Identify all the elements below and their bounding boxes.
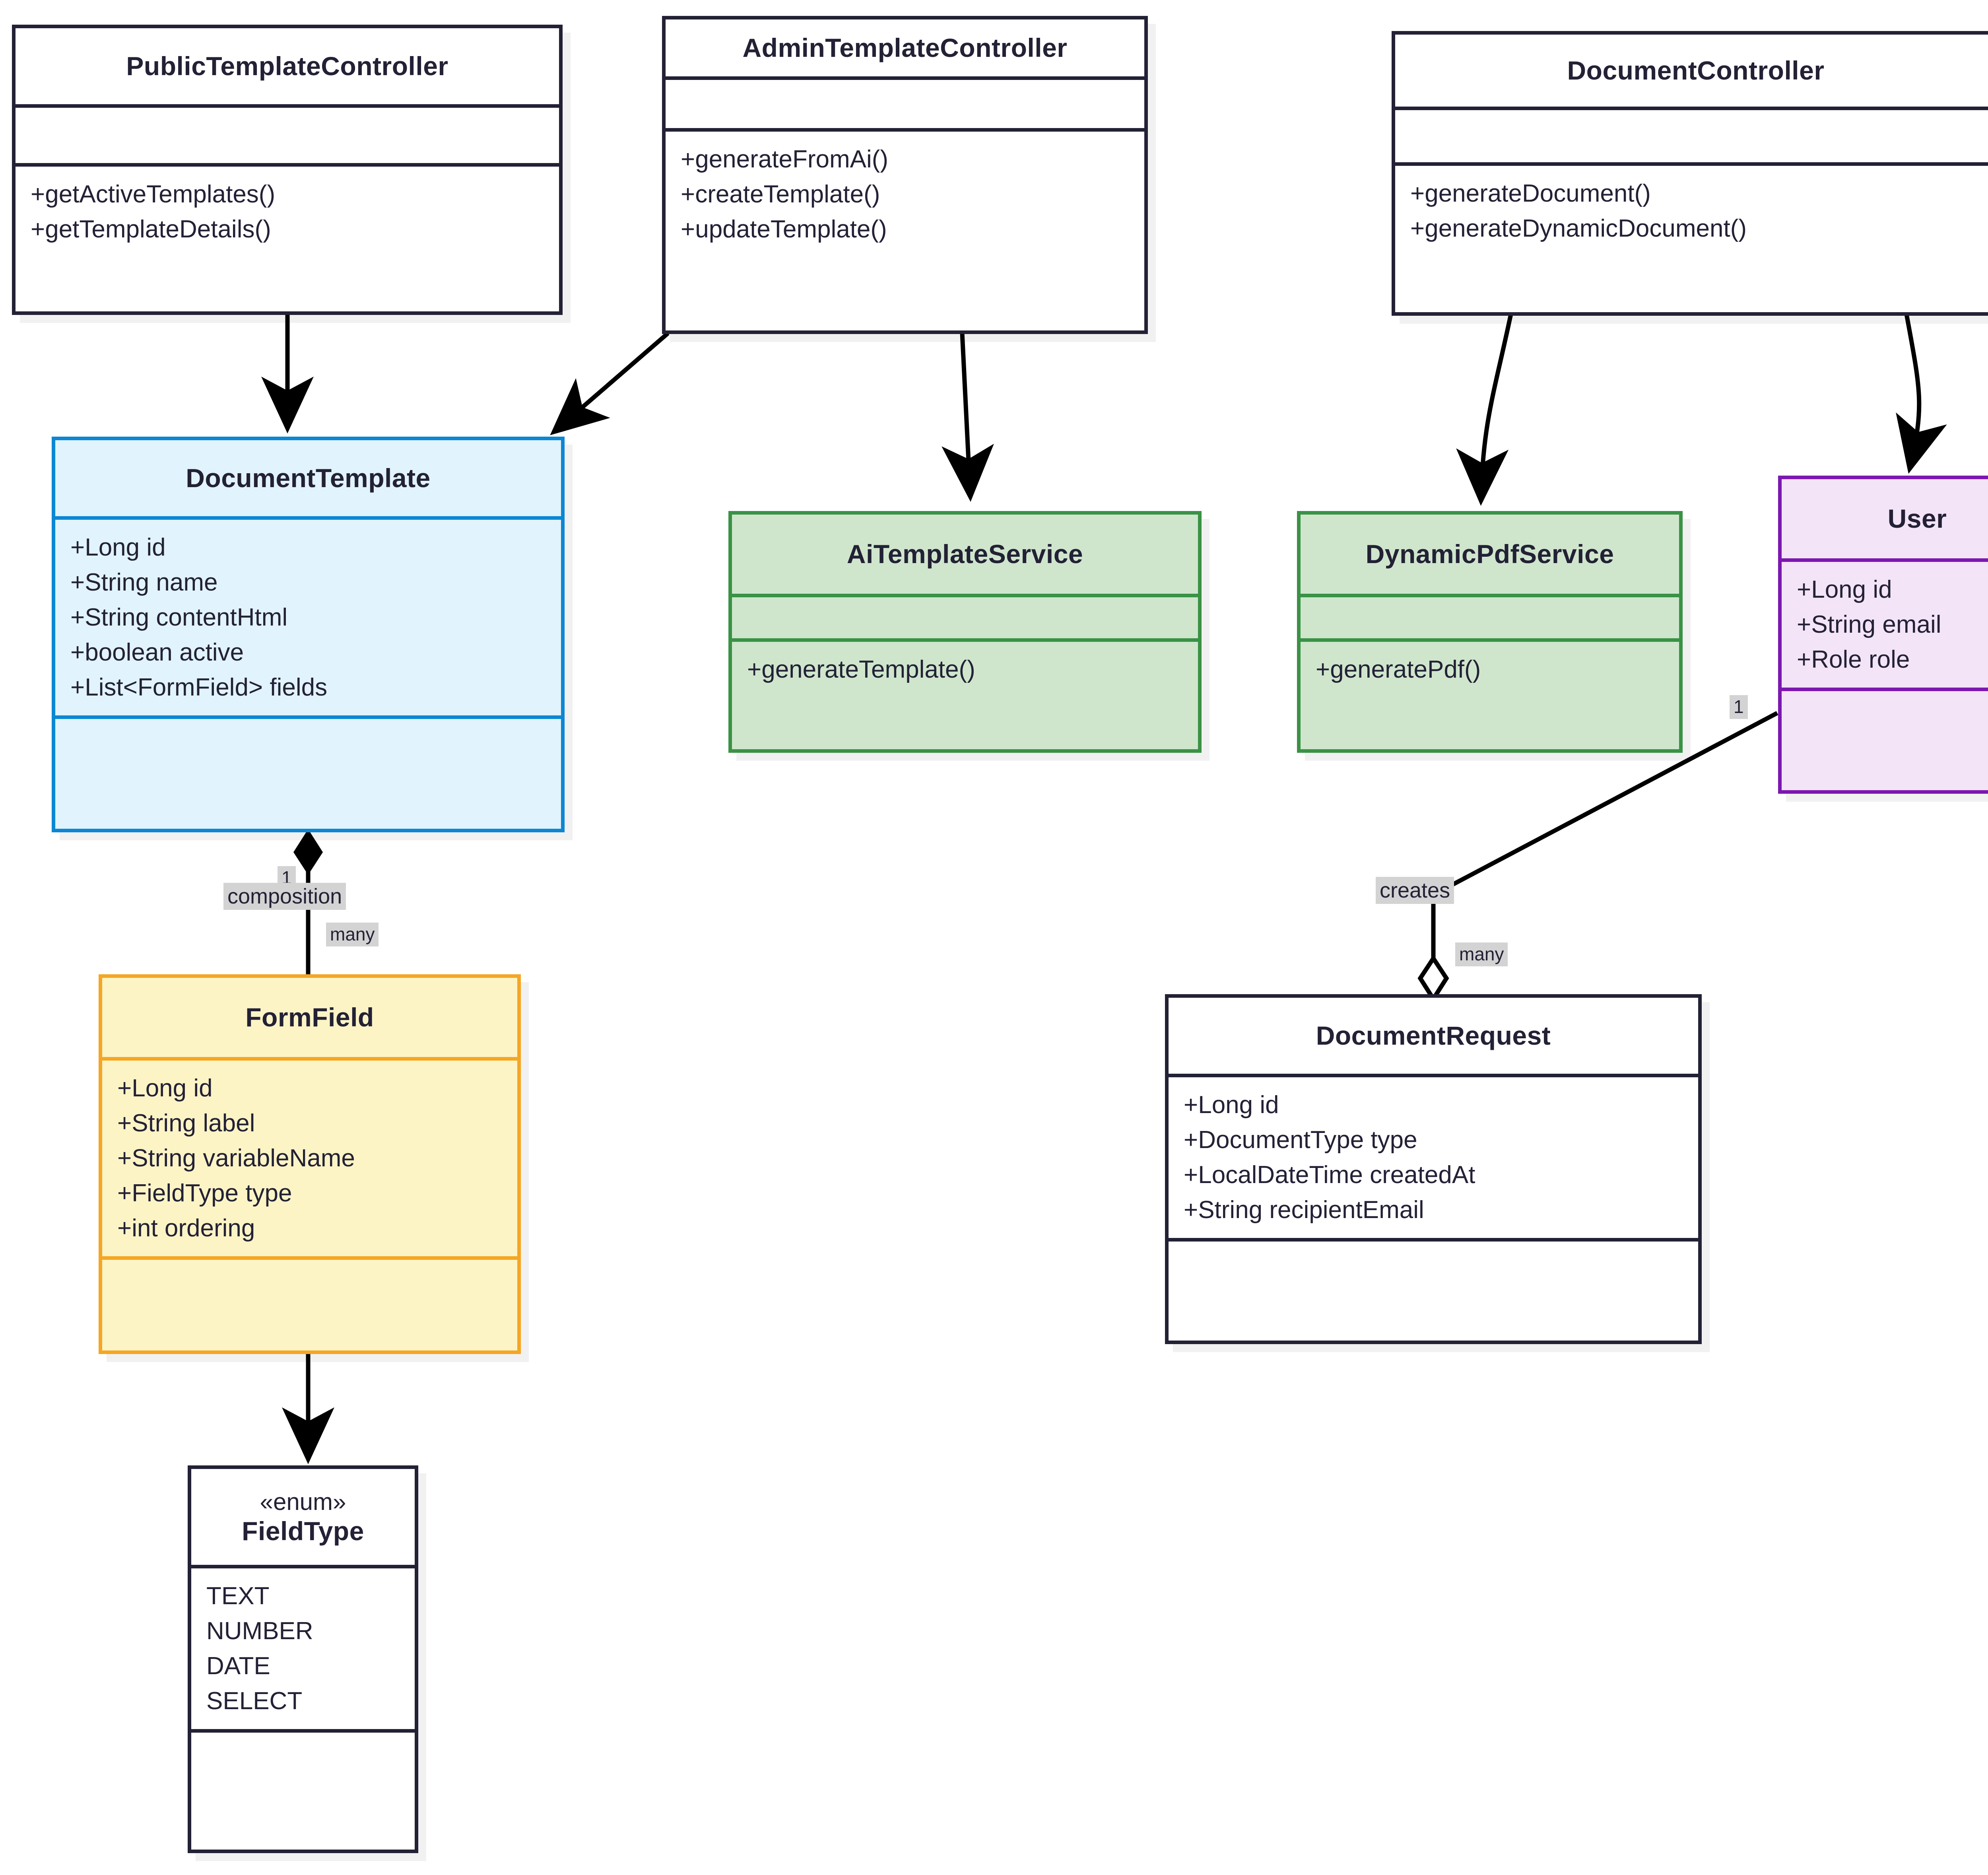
attributes-compartment: +Long id +String name +String contentHtm…: [55, 520, 561, 719]
attribute-row: +Long id: [1184, 1091, 1279, 1119]
methods-compartment: +generatePdf(): [1301, 642, 1679, 698]
method-row: +generateDynamicDocument(): [1410, 215, 1747, 243]
attributes-compartment: +Long id +String email +Role role: [1782, 562, 1988, 692]
class-header: AdminTemplateController: [666, 19, 1144, 80]
class-title: DynamicPdfService: [1365, 539, 1614, 569]
attribute-row: +FieldType type: [117, 1179, 292, 1207]
methods-compartment: +generateTemplate(): [732, 642, 1198, 698]
methods-compartment: [191, 1733, 415, 1774]
method-row: +generateFromAi(): [681, 146, 889, 173]
creates-hollow-diamond-icon: [1417, 954, 1449, 1003]
class-title: User: [1887, 503, 1947, 533]
attribute-row: +String variableName: [117, 1144, 355, 1172]
class-document-request[interactable]: DocumentRequest +Long id +DocumentType t…: [1165, 994, 1702, 1344]
class-title: DocumentTemplate: [186, 463, 431, 493]
class-document-controller[interactable]: DocumentController +generateDocument() +…: [1392, 31, 1988, 316]
class-ai-template-service[interactable]: AiTemplateService +generateTemplate(): [728, 511, 1202, 753]
class-header: DocumentTemplate: [55, 440, 561, 520]
attribute-row: +DocumentType type: [1184, 1126, 1417, 1154]
attribute-row: +List<FormField> fields: [70, 674, 328, 701]
creates-target-multiplicity-label: many: [1455, 942, 1508, 966]
class-header: PublicTemplateController: [16, 28, 559, 108]
attribute-row: +Long id: [1797, 576, 1892, 603]
methods-compartment: [102, 1260, 517, 1294]
methods-compartment: +generateDocument() +generateDynamicDocu…: [1395, 166, 1988, 256]
attributes-compartment: [732, 597, 1198, 642]
class-title: FormField: [245, 1002, 374, 1032]
attribute-row: +String email: [1797, 611, 1941, 639]
class-public-template-controller[interactable]: PublicTemplateController +getActiveTempl…: [12, 25, 563, 315]
class-header: DynamicPdfService: [1301, 515, 1679, 597]
attributes-compartment: [1395, 110, 1988, 166]
composition-filled-diamond-icon: [293, 829, 323, 875]
attributes-compartment: +Long id +String label +String variableN…: [102, 1061, 517, 1260]
class-admin-template-controller[interactable]: AdminTemplateController +generateFromAi(…: [662, 16, 1148, 334]
class-document-template[interactable]: DocumentTemplate +Long id +String name +…: [52, 437, 565, 832]
method-row: +generateTemplate(): [747, 656, 975, 683]
methods-compartment: [55, 719, 561, 753]
edge-admin-template-controller-to-document-template: [550, 331, 670, 435]
attribute-row: +String name: [70, 569, 218, 597]
attributes-compartment: +Long id +DocumentType type +LocalDateTi…: [1169, 1077, 1698, 1242]
class-title: AdminTemplateController: [742, 33, 1068, 62]
creates-source-multiplicity-label: 1: [1730, 695, 1748, 719]
methods-compartment: [1782, 691, 1988, 743]
attributes-compartment: [666, 80, 1144, 132]
method-row: +generatePdf(): [1316, 656, 1481, 683]
enum-value-row: NUMBER: [206, 1617, 313, 1645]
composition-edge-label: composition: [223, 883, 346, 910]
attribute-row: +int ordering: [117, 1214, 255, 1242]
class-dynamic-pdf-service[interactable]: DynamicPdfService +generatePdf(): [1297, 511, 1683, 753]
methods-compartment: [1169, 1242, 1698, 1280]
attribute-row: +Role role: [1797, 646, 1910, 674]
attribute-row: +String contentHtml: [70, 604, 288, 631]
class-title: PublicTemplateController: [126, 51, 448, 81]
enum-header: «enum» FieldType: [191, 1469, 415, 1568]
enum-value-row: SELECT: [206, 1687, 303, 1715]
enum-title: FieldType: [242, 1516, 364, 1546]
method-row: +updateTemplate(): [681, 216, 887, 243]
class-user[interactable]: User +Long id +String email +Role role: [1778, 476, 1988, 794]
creates-edge-label: creates: [1376, 877, 1454, 904]
attribute-row: +boolean active: [70, 639, 244, 666]
class-title: DocumentRequest: [1316, 1020, 1551, 1050]
class-header: FormField: [102, 978, 517, 1061]
edge-admin-template-controller-to-ai-template-service: [942, 333, 994, 502]
method-row: +createTemplate(): [681, 181, 880, 208]
class-header: User: [1782, 479, 1988, 562]
class-form-field[interactable]: FormField +Long id +String label +String…: [99, 974, 521, 1354]
attribute-row: +String label: [117, 1109, 255, 1137]
class-header: DocumentRequest: [1169, 998, 1698, 1077]
method-row: +getActiveTemplates(): [31, 181, 276, 208]
enum-value-row: TEXT: [206, 1582, 270, 1610]
attribute-row: +Long id: [70, 534, 166, 561]
enum-value-row: DATE: [206, 1652, 270, 1680]
edge-document-controller-to-dynamic-pdf-service: [1456, 313, 1513, 506]
class-header: AiTemplateService: [732, 515, 1198, 597]
method-row: +getTemplateDetails(): [31, 216, 271, 243]
attribute-row: +Long id: [117, 1074, 213, 1102]
composition-target-multiplicity-label: many: [326, 923, 379, 946]
enum-values-compartment: TEXT NUMBER DATE SELECT: [191, 1568, 415, 1733]
method-row: +generateDocument(): [1410, 180, 1651, 207]
attribute-row: +String recipientEmail: [1184, 1196, 1424, 1224]
edge-document-controller-to-user: [1896, 314, 1947, 474]
class-header: DocumentController: [1395, 35, 1988, 110]
methods-compartment: +generateFromAi() +createTemplate() +upd…: [666, 132, 1144, 257]
attributes-compartment: [16, 108, 559, 167]
class-title: DocumentController: [1567, 55, 1825, 85]
stereotype-label: «enum»: [260, 1488, 346, 1515]
class-title: AiTemplateService: [846, 539, 1083, 569]
methods-compartment: +getActiveTemplates() +getTemplateDetail…: [16, 167, 559, 257]
attributes-compartment: [1301, 597, 1679, 642]
enum-field-type[interactable]: «enum» FieldType TEXT NUMBER DATE SELECT: [188, 1465, 418, 1853]
attribute-row: +LocalDateTime createdAt: [1184, 1161, 1475, 1189]
